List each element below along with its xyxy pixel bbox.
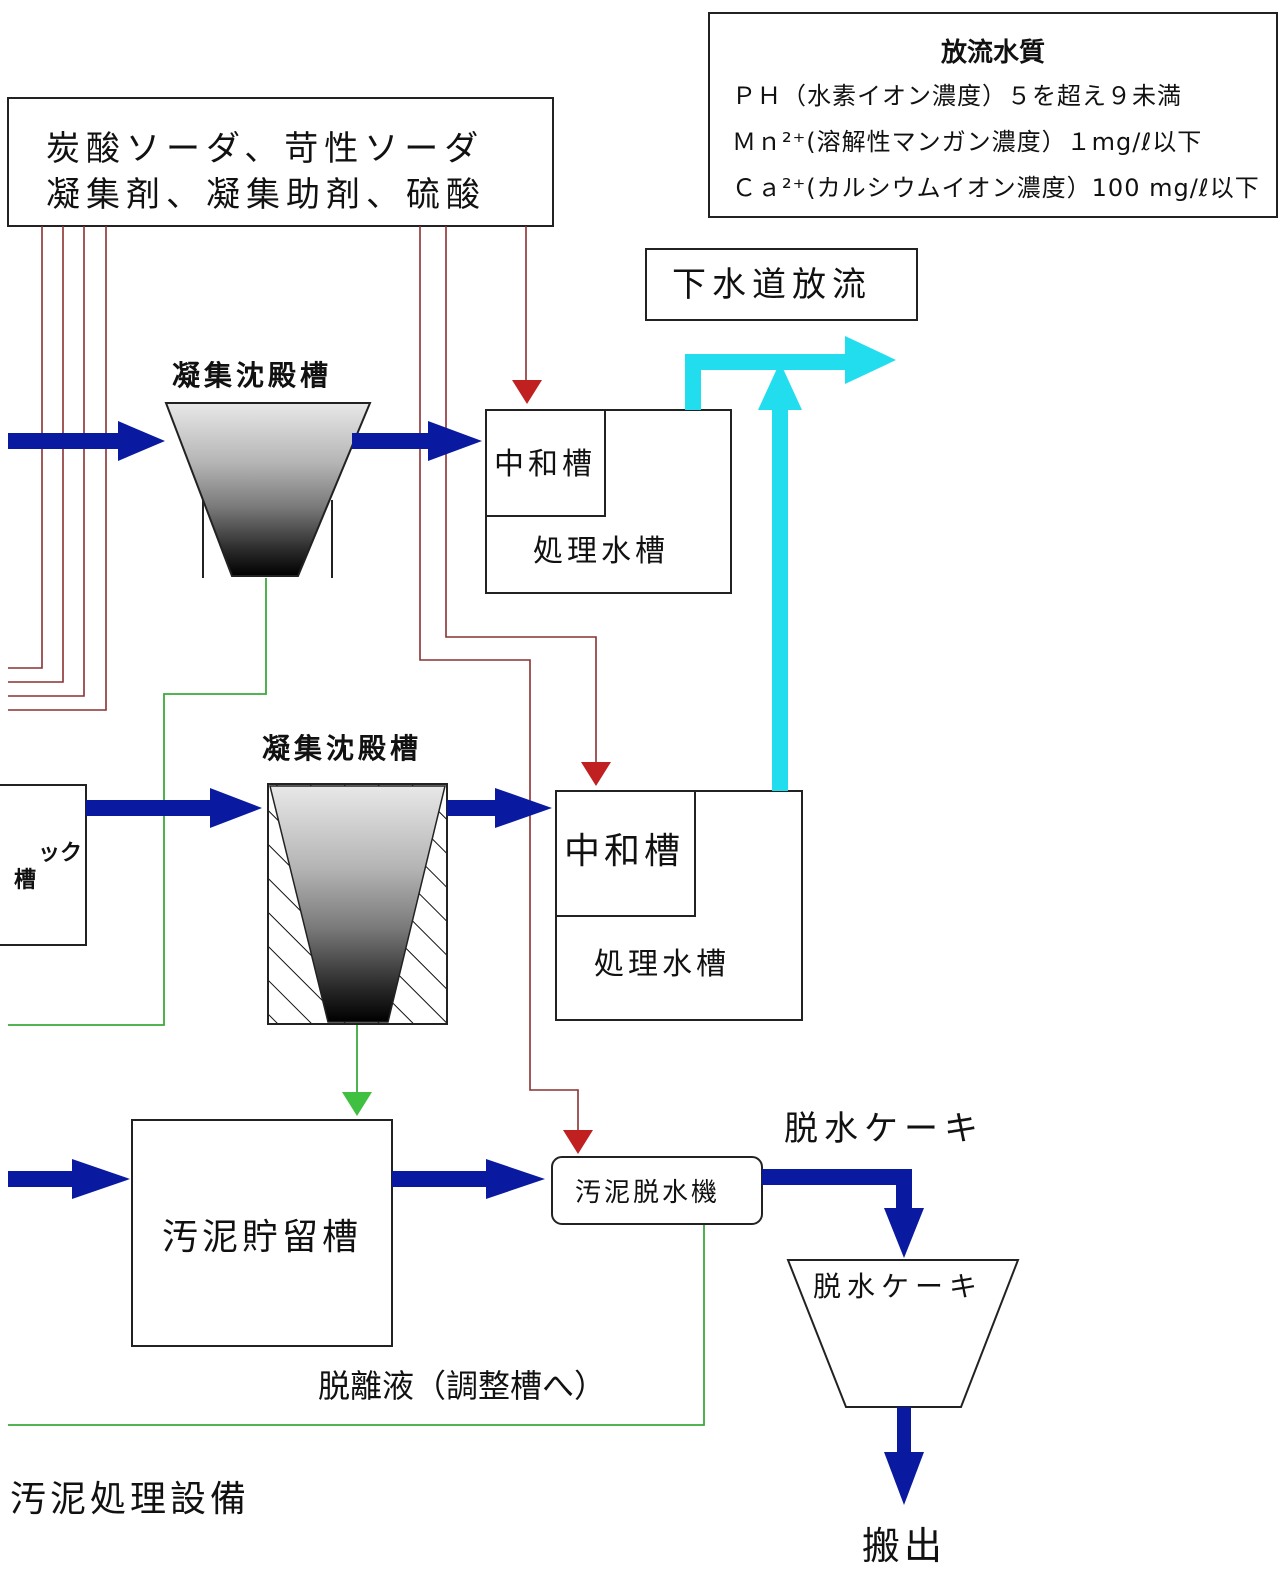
sludge-storage-label: 汚泥貯留槽: [162, 1217, 363, 1258]
sludge-dewatering-machine: [551, 1156, 763, 1225]
carry-out-label: 搬出: [862, 1524, 947, 1568]
sedimentation-upper-label: 凝集沈殿槽: [172, 359, 333, 392]
neutralization-lower-label: 中和槽: [564, 831, 685, 872]
sludge-storage-tank: [131, 1119, 393, 1347]
treated-upper-label: 処理水槽: [533, 534, 669, 569]
chemical-supply-box: [7, 97, 554, 227]
chemicals-line-2: 凝集剤、凝集助剤、硫酸: [46, 175, 486, 215]
spec-calcium: Ｃａ²⁺(カルシウムイオン濃度）100 mg/ℓ以下: [732, 174, 1260, 202]
partial-tank-left: [0, 784, 87, 946]
sedimentation-tank-upper: [164, 402, 372, 578]
effluent-quality-title: 放流水質: [940, 38, 1045, 68]
neutralization-tank-lower: [555, 790, 696, 917]
neutralization-upper-label: 中和槽: [494, 447, 596, 482]
sedimentation-tank-lower: [267, 783, 448, 1025]
discharge-flow: [685, 336, 896, 791]
chemicals-line-1: 炭酸ソーダ、苛性ソーダ: [46, 129, 485, 169]
sewer-discharge-label: 下水道放流: [672, 265, 872, 305]
cake-hopper-label: 脱水ケーキ: [813, 1270, 984, 1303]
spec-ph: ＰＨ（水素イオン濃度）５を超え９未満: [732, 82, 1182, 110]
sewer-discharge-box: [645, 248, 918, 321]
sludge-lines: [8, 578, 705, 1426]
treated-lower-label: 処理水槽: [594, 947, 730, 982]
main-flow-arrows: [8, 421, 924, 1505]
chemical-arrowhead: [563, 1130, 593, 1154]
partial-tank-label-2: 槽: [14, 868, 37, 893]
dewatering-machine-label: 汚泥脱水機: [575, 1178, 721, 1208]
effluent-quality-box: 放流水質 ＰＨ（水素イオン濃度）５を超え９未満 Ｍｎ²⁺(溶解性マンガン濃度）１…: [708, 12, 1278, 218]
sedimentation-lower-label: 凝集沈殿槽: [262, 732, 423, 765]
chemical-feed-lines-left: [8, 226, 107, 711]
partial-tank-label-1: ック: [38, 841, 83, 866]
section-title: 汚泥処理設備: [10, 1479, 251, 1520]
dewatered-cake-label: 脱水ケーキ: [784, 1109, 984, 1149]
neutralization-tank-upper: [485, 409, 606, 517]
spec-manganese: Ｍｎ²⁺(溶解性マンガン濃度）１mg/ℓ以下: [732, 128, 1203, 156]
dewatered-cake-hopper: [786, 1259, 1020, 1408]
chemical-arrowhead: [581, 762, 611, 786]
sludge-arrowhead: [342, 1092, 372, 1116]
filtrate-label: 脱離液（調整槽へ）: [318, 1367, 607, 1405]
chemical-arrowhead: [512, 380, 542, 404]
